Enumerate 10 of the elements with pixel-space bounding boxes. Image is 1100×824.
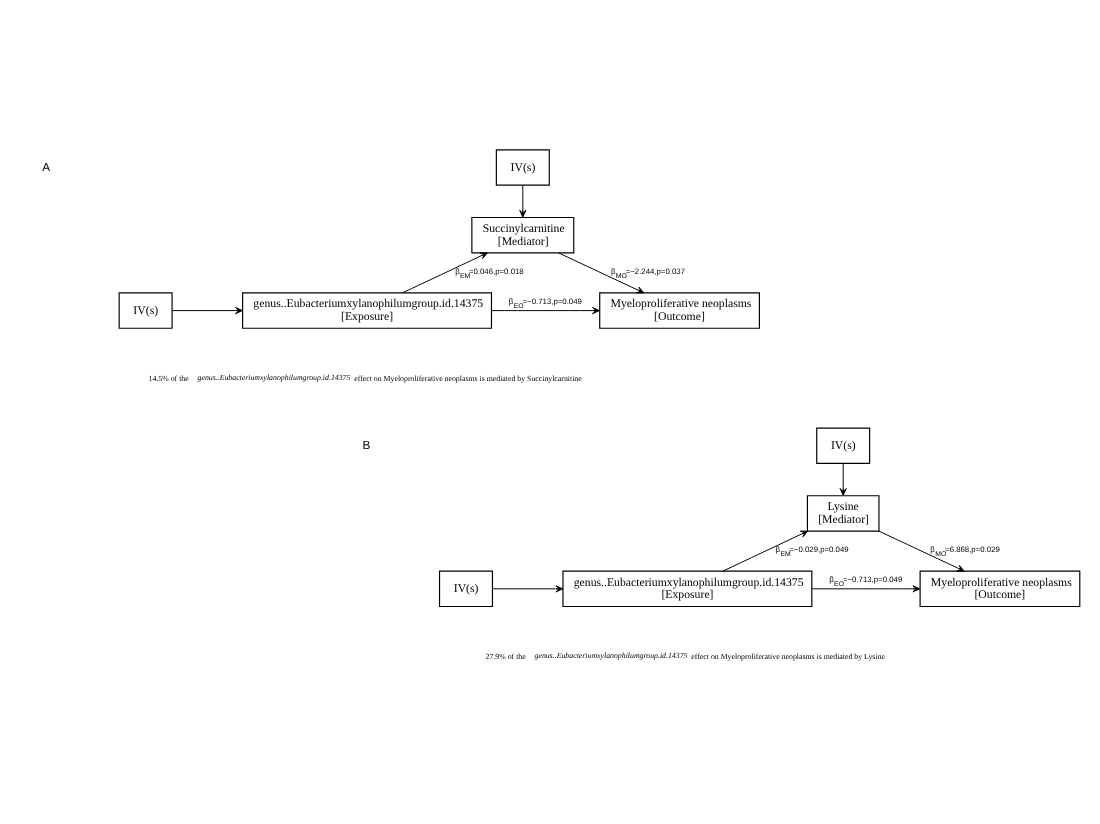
arrow: [171, 307, 243, 315]
arrow: [878, 530, 965, 572]
arrow: [402, 252, 488, 294]
arrow: [557, 252, 645, 294]
arrow: [839, 463, 847, 496]
arrow: [811, 585, 921, 593]
arrow: [492, 585, 564, 593]
arrow: [519, 184, 527, 218]
arrow: [722, 530, 809, 572]
arrow: [491, 307, 600, 315]
